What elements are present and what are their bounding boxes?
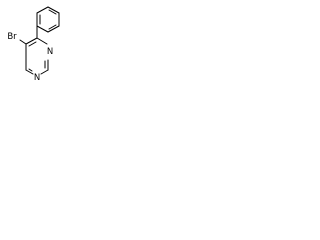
phenyl-bond: [47, 25, 60, 33]
pyrimidine-bond: [25, 69, 34, 75]
phenyl-bond: [47, 6, 60, 14]
phenyl-ring: [36, 6, 60, 33]
pyrimidine-bond: [40, 69, 49, 75]
nitrogen-label: N: [34, 73, 40, 83]
phenyl-double-bond: [48, 9, 57, 15]
pyrimidine-double-bond: [28, 41, 37, 47]
phenyl-bond: [36, 25, 49, 33]
phenyl-bond: [36, 6, 49, 14]
nitrogen-label: N: [47, 47, 53, 57]
structure-diagram: Br N N: [7, 6, 60, 83]
pyrimidine-bond: [36, 37, 48, 45]
pyrimidine-double-bond: [28, 68, 33, 72]
pyrimidine-bond: [25, 37, 38, 45]
bromine-label: Br: [7, 32, 17, 42]
pyrimidine-ring: [25, 37, 49, 75]
bromine-bond: [19, 39, 27, 45]
phenyl-double-bond: [48, 24, 57, 30]
